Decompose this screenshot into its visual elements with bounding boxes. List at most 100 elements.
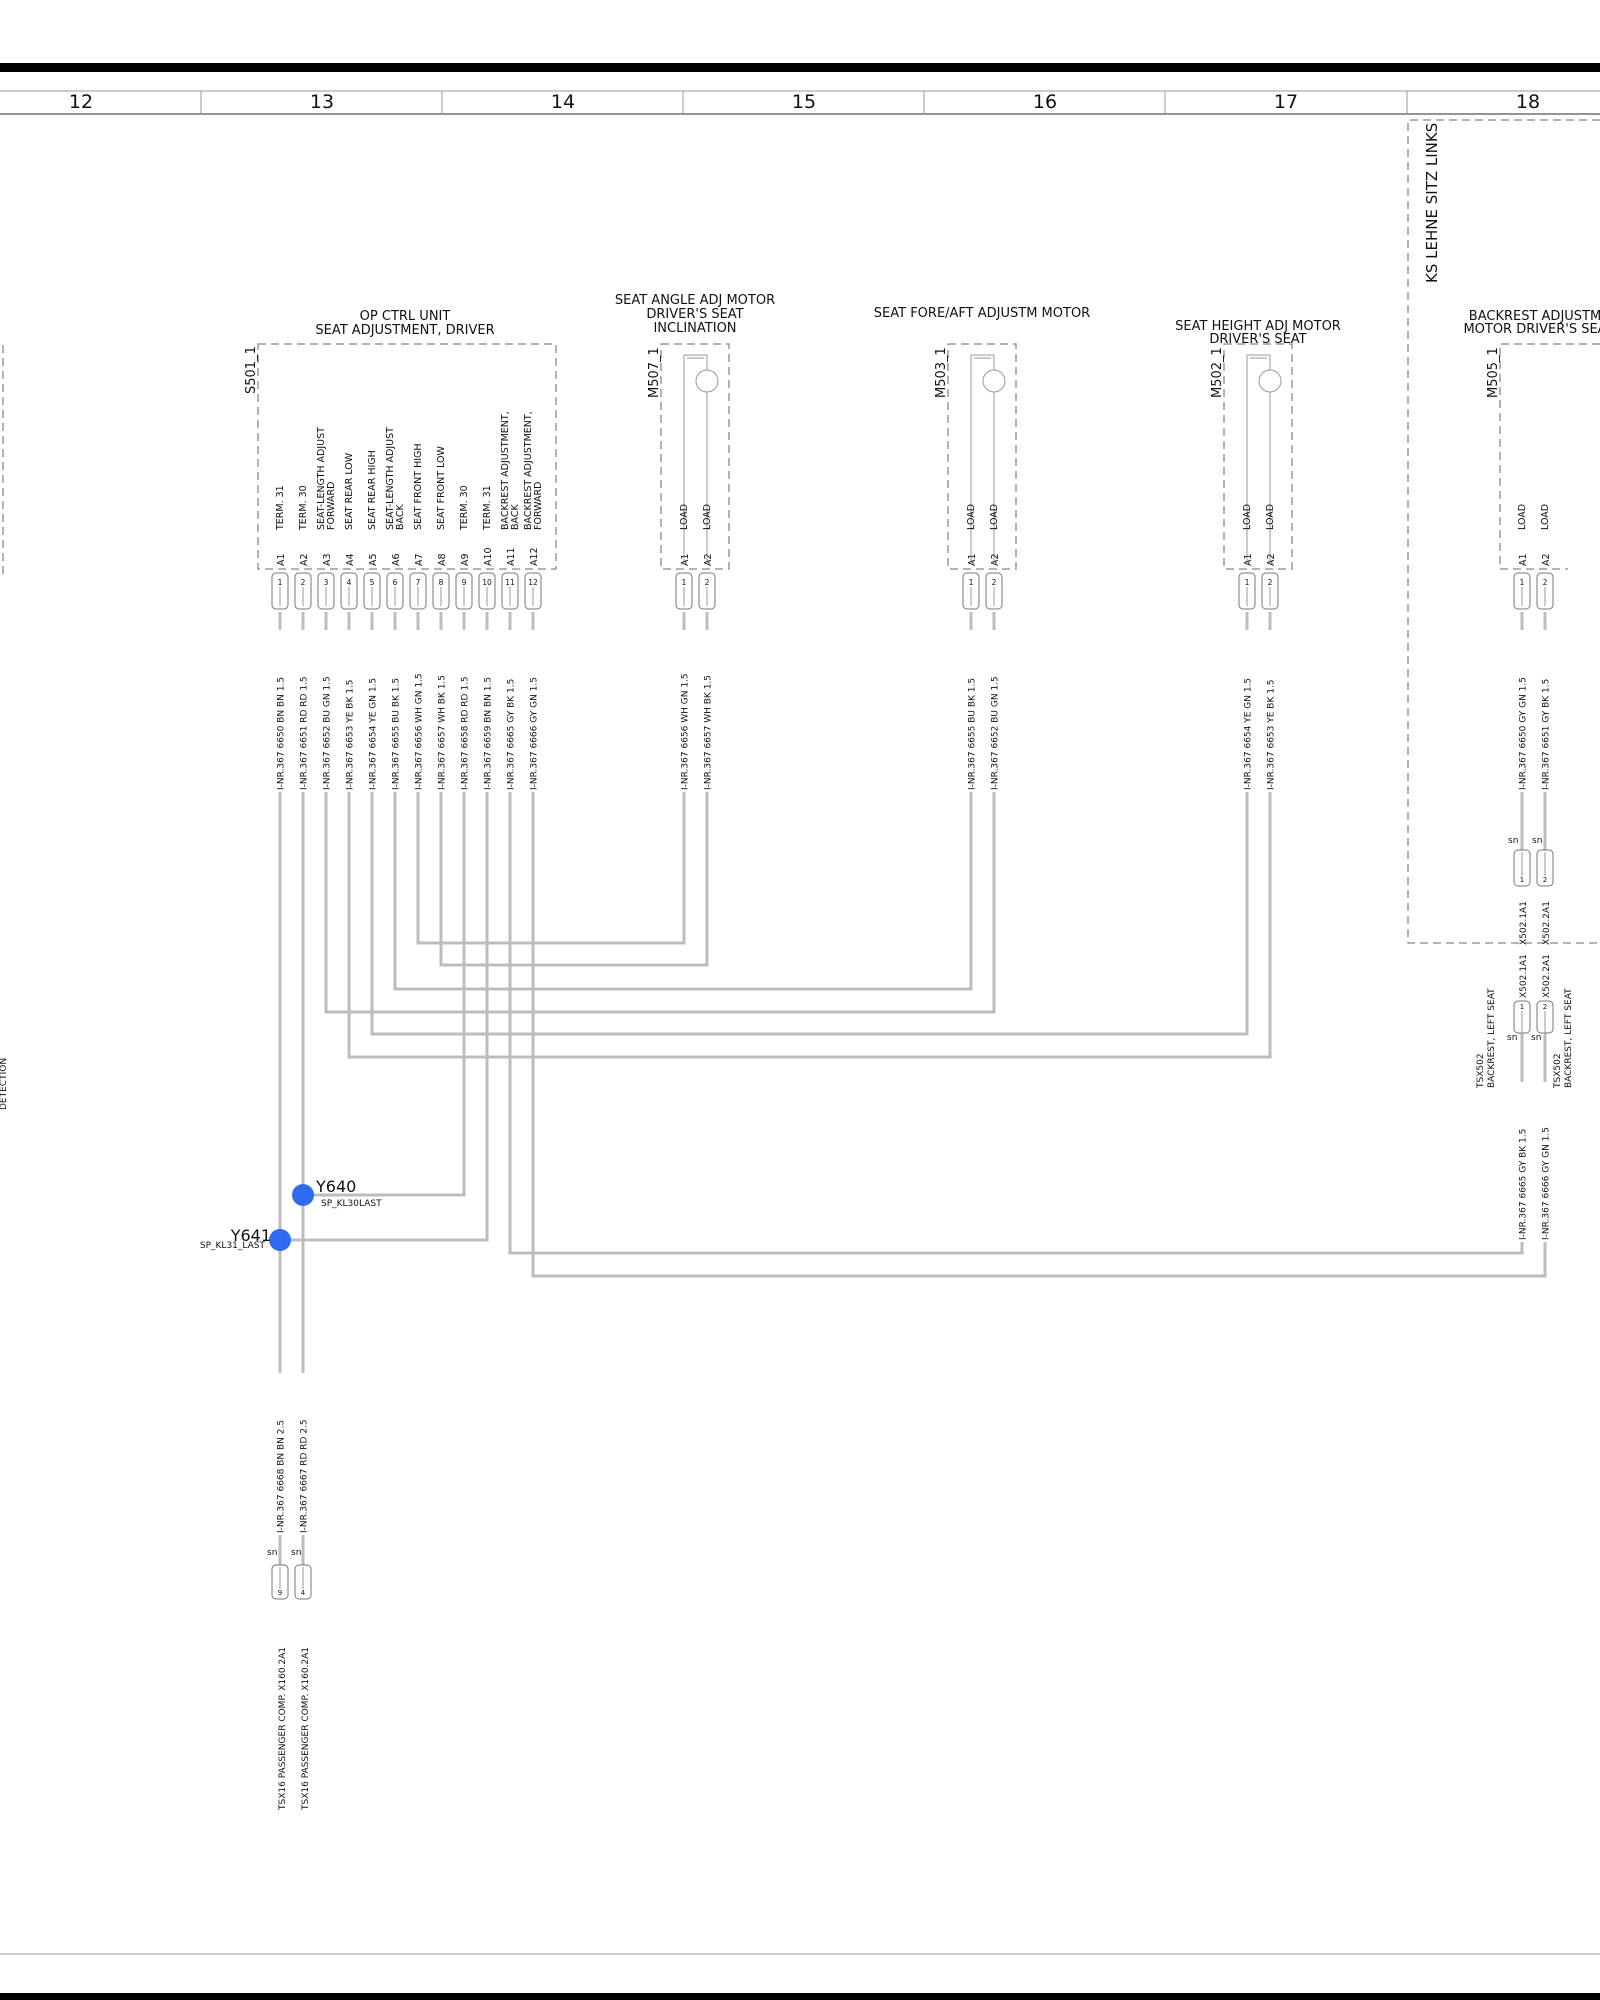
component-s501: OP CTRL UNIT SEAT ADJUSTMENT, DRIVER S50…: [244, 309, 557, 792]
pin-function-label: SEAT REAR HIGH: [367, 450, 378, 530]
pin-function-label: BACKREST ADJUSTMENT,: [500, 411, 511, 530]
x160-label-2: TSX16 PASSENGER COMP. X160.2A1: [301, 1647, 311, 1811]
ks-box-label: KS LEHNE SITZ LINKS: [1423, 123, 1441, 283]
terminal-number: 3: [324, 578, 329, 587]
pin-label: A6: [391, 553, 402, 566]
m507-title-line1: SEAT ANGLE ADJ MOTOR: [615, 293, 775, 308]
wire-label-bg: [701, 630, 713, 792]
left-edge-label: DETECTION: [0, 1058, 9, 1110]
pin-function-label: FORWARD: [533, 482, 544, 530]
s501-title-line2: SEAT ADJUSTMENT, DRIVER: [315, 323, 494, 338]
pin-label: A12: [529, 547, 540, 566]
x502u-term-1: 1: [1520, 876, 1524, 884]
m503-title-line1: SEAT FORE/AFT ADJUSTM MOTOR: [874, 306, 1090, 321]
wire-label: I-NR.367 6651 GY BK 1.5: [1542, 679, 1552, 790]
pin-function-label: TERM. 31: [482, 485, 493, 531]
m503-id: M503_1: [934, 347, 949, 398]
wire-label-bg: [1516, 630, 1528, 792]
terminal-number: 8: [439, 578, 444, 587]
wire-6665: [508, 612, 1524, 1255]
m505-title-line1: BACKREST ADJUSTM: [1469, 309, 1600, 324]
wire-label: I-NR.367 6668 BN BN 2.5: [277, 1420, 287, 1533]
pin-function-label: BACKREST ADJUSTMENT,: [523, 411, 534, 530]
wire-label-bg: [297, 1373, 309, 1535]
left-edge-component: DETECTION: [0, 345, 9, 1110]
wire-label-bg: [412, 630, 424, 792]
sheet-frame: [0, 63, 1600, 2000]
s501-id: S501_1: [244, 346, 259, 394]
grid-col-12: 12: [69, 91, 93, 113]
terminal-number: 7: [416, 578, 421, 587]
m507-id: M507_1: [647, 347, 662, 398]
wire-label: I-NR.367 6656 WH GN 1.5: [681, 673, 691, 790]
terminal-number: 1: [278, 578, 283, 587]
pin-label: A2: [1541, 553, 1552, 566]
wire-label: I-NR.367 6654 YE GN 1.5: [369, 678, 379, 790]
wire-label: I-NR.367 6659 BN BN 1.5: [484, 677, 494, 790]
x502u-label-1: X502.1A1: [1519, 901, 1529, 945]
s501-title-line1: OP CTRL UNIT: [360, 309, 451, 324]
grid-col-15: 15: [792, 91, 816, 113]
pin-label: A11: [506, 547, 517, 566]
wire-6658: [303, 612, 466, 1197]
wire-label-bg: [1241, 630, 1253, 792]
pin-label: A5: [368, 553, 379, 566]
pin-function-label: TERM. 31: [275, 485, 286, 531]
wire-label-bg: [1264, 630, 1276, 792]
pin-function-label: FORWARD: [326, 482, 337, 530]
splice-y641-sub: SP_KL31_LAST: [200, 1241, 266, 1251]
wire-label-bg: [678, 630, 690, 792]
pin-function-label: LOAD: [1540, 504, 1551, 530]
splice-dot-y640: [292, 1184, 314, 1206]
wire-label: I-NR.367 6655 BU BK 1.5: [968, 678, 978, 790]
motor-symbol-icon: [970, 354, 1006, 563]
wire-label: I-NR.367 6652 BU GN 1.5: [323, 676, 333, 790]
x502l-label-2: X502.2A1: [1542, 954, 1552, 998]
m505-title-line2: MOTOR DRIVER'S SEA: [1463, 322, 1600, 337]
grid-header: 12 13 14 15 16 17 18: [69, 91, 1540, 114]
pin-function-label: SEAT REAR LOW: [344, 452, 355, 530]
ks-lehne-box: KS LEHNE SITZ LINKS: [1407, 119, 1600, 944]
wire-label-bg: [320, 630, 332, 792]
x502l-label-1: X502.1A1: [1519, 954, 1529, 998]
wire-label: I-NR.367 6656 WH GN 1.5: [415, 673, 425, 790]
pin-function-label: BACK: [395, 504, 406, 530]
wire-label-bg: [504, 630, 516, 792]
wire-label-bg: [343, 630, 355, 792]
wire-label-bg: [297, 630, 309, 792]
m502-id: M502_1: [1210, 347, 1225, 398]
grid-col-14: 14: [551, 91, 575, 113]
wire-label-bg: [389, 630, 401, 792]
component-m503: SEAT FORE/AFT ADJUSTM MOTOR M503_1 LOADA…: [874, 306, 1090, 792]
pin-function-label: SEAT-LENGTH ADJUST: [316, 427, 327, 530]
pin-label: A8: [437, 553, 448, 566]
pin-label: A1: [967, 553, 978, 566]
motor-symbol-icon: [683, 354, 719, 563]
pin-label: A1: [276, 553, 287, 566]
pin-label: A1: [680, 553, 691, 566]
wire-6659: [280, 612, 489, 1242]
wire-label-bg: [965, 630, 977, 792]
wire-label: I-NR.367 6666 GY GN 1.5: [530, 677, 540, 790]
pin-function-label: LOAD: [679, 504, 690, 530]
terminal-number: 1: [1520, 578, 1525, 587]
splice-y641-id: Y641: [230, 1226, 271, 1245]
wire-label: I-NR.367 6665 GY BK 1.5: [1519, 1129, 1529, 1240]
x160-sn-2: sn: [291, 1548, 301, 1558]
wire-6653: [347, 612, 1272, 1059]
x502l-desc-1a: TSX502: [1476, 1053, 1486, 1089]
wire-label: I-NR.367 6657 WH BK 1.5: [438, 675, 448, 790]
pin-function-label: LOAD: [702, 504, 713, 530]
grid-col-16: 16: [1033, 91, 1057, 113]
pin-label: A1: [1243, 553, 1254, 566]
m507-title-line3: INCLINATION: [653, 321, 736, 336]
x502u-sn-2: sn: [1532, 836, 1542, 846]
x502l-desc-2b: BACKREST, LEFT SEAT: [1564, 988, 1574, 1088]
wire-label-bg: [527, 630, 539, 792]
